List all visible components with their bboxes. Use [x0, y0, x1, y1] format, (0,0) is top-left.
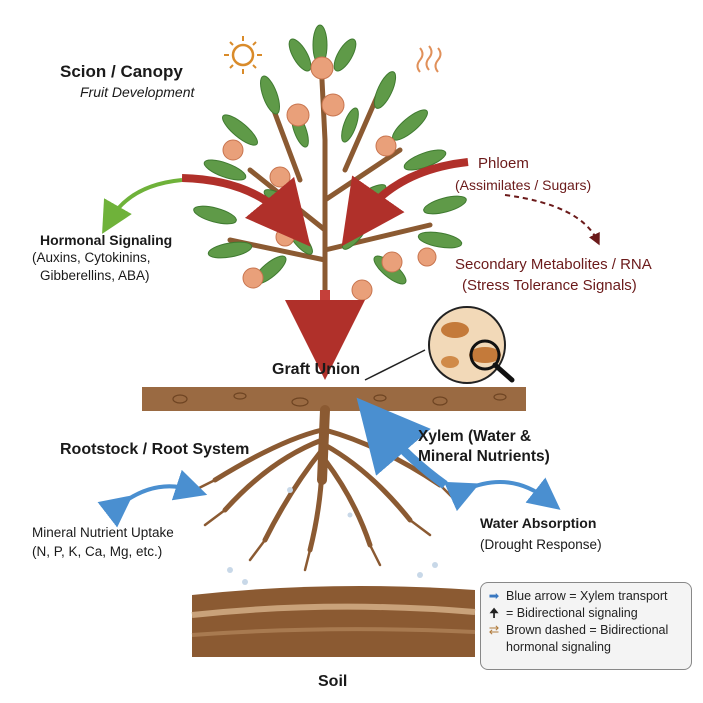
- water-title: Water Absorption: [480, 515, 597, 531]
- legend-item: ➡ Blue arrow = Xylem transport: [487, 588, 685, 605]
- legend-text: = Bidirectional signaling: [506, 605, 638, 620]
- blue-arrow-icon: ➡: [488, 589, 500, 603]
- heat-waves-icon: [416, 45, 442, 73]
- sun-icon: [224, 36, 262, 74]
- hormonal-line-2: Gibberellins, ABA): [40, 268, 150, 283]
- rootstock-title: Rootstock / Root System: [60, 441, 250, 458]
- scion-subtitle: Fruit Development: [80, 84, 195, 100]
- legend: ➡ Blue arrow = Xylem transport 🠉 = Bidirec…: [480, 582, 692, 670]
- brown-dashed-arrows-icon: ⇄: [488, 622, 500, 637]
- hormonal-line-1: (Auxins, Cytokinins,: [32, 250, 151, 265]
- magnifier-icon: [364, 306, 515, 384]
- legend-item: ⇄ Brown dashed = Bidirectional hormonal s…: [487, 622, 685, 656]
- mineral-subtitle: (N, P, K, Ca, Mg, etc.): [32, 544, 163, 559]
- root-system: [193, 405, 457, 572]
- water-double-arrow: [443, 477, 561, 512]
- legend-text: Blue arrow = Xylem transport: [506, 589, 668, 603]
- graft-band: [142, 387, 526, 411]
- graft-union-label: Graft Union: [272, 361, 360, 378]
- xylem-arrow: [356, 397, 448, 489]
- mineral-title: Mineral Nutrient Uptake: [32, 525, 174, 540]
- legend-item: 🠉 = Bidirectional signaling: [487, 605, 685, 622]
- phloem-subtitle: (Assimilates / Sugars): [455, 177, 592, 193]
- xylem-line-1: Xylem (Water &: [418, 428, 532, 445]
- mineral-double-arrow: [97, 469, 208, 528]
- soil-block: [191, 586, 476, 657]
- soil-label: Soil: [318, 673, 348, 690]
- hormonal-arrow: [102, 178, 183, 234]
- black-arrow-icon: 🠉: [488, 605, 500, 620]
- secondary-subtitle: (Stress Tolerance Signals): [462, 277, 637, 294]
- water-subtitle: (Drought Response): [480, 537, 602, 552]
- scion-title: Scion / Canopy: [60, 62, 183, 81]
- legend-text: Brown dashed = Bidirectional hormonal si…: [506, 622, 669, 654]
- secondary-dashed-arrow: [504, 194, 600, 246]
- hormonal-title: Hormonal Signaling: [40, 232, 173, 248]
- tree-canopy: [193, 24, 467, 303]
- phloem-arrow-left: [181, 174, 311, 247]
- secondary-title: Secondary Metabolites / RNA: [455, 256, 652, 273]
- phloem-title: Phloem: [478, 155, 529, 172]
- phloem-arrow-right: [341, 158, 469, 247]
- xylem-line-2: Mineral Nutrients): [418, 448, 550, 465]
